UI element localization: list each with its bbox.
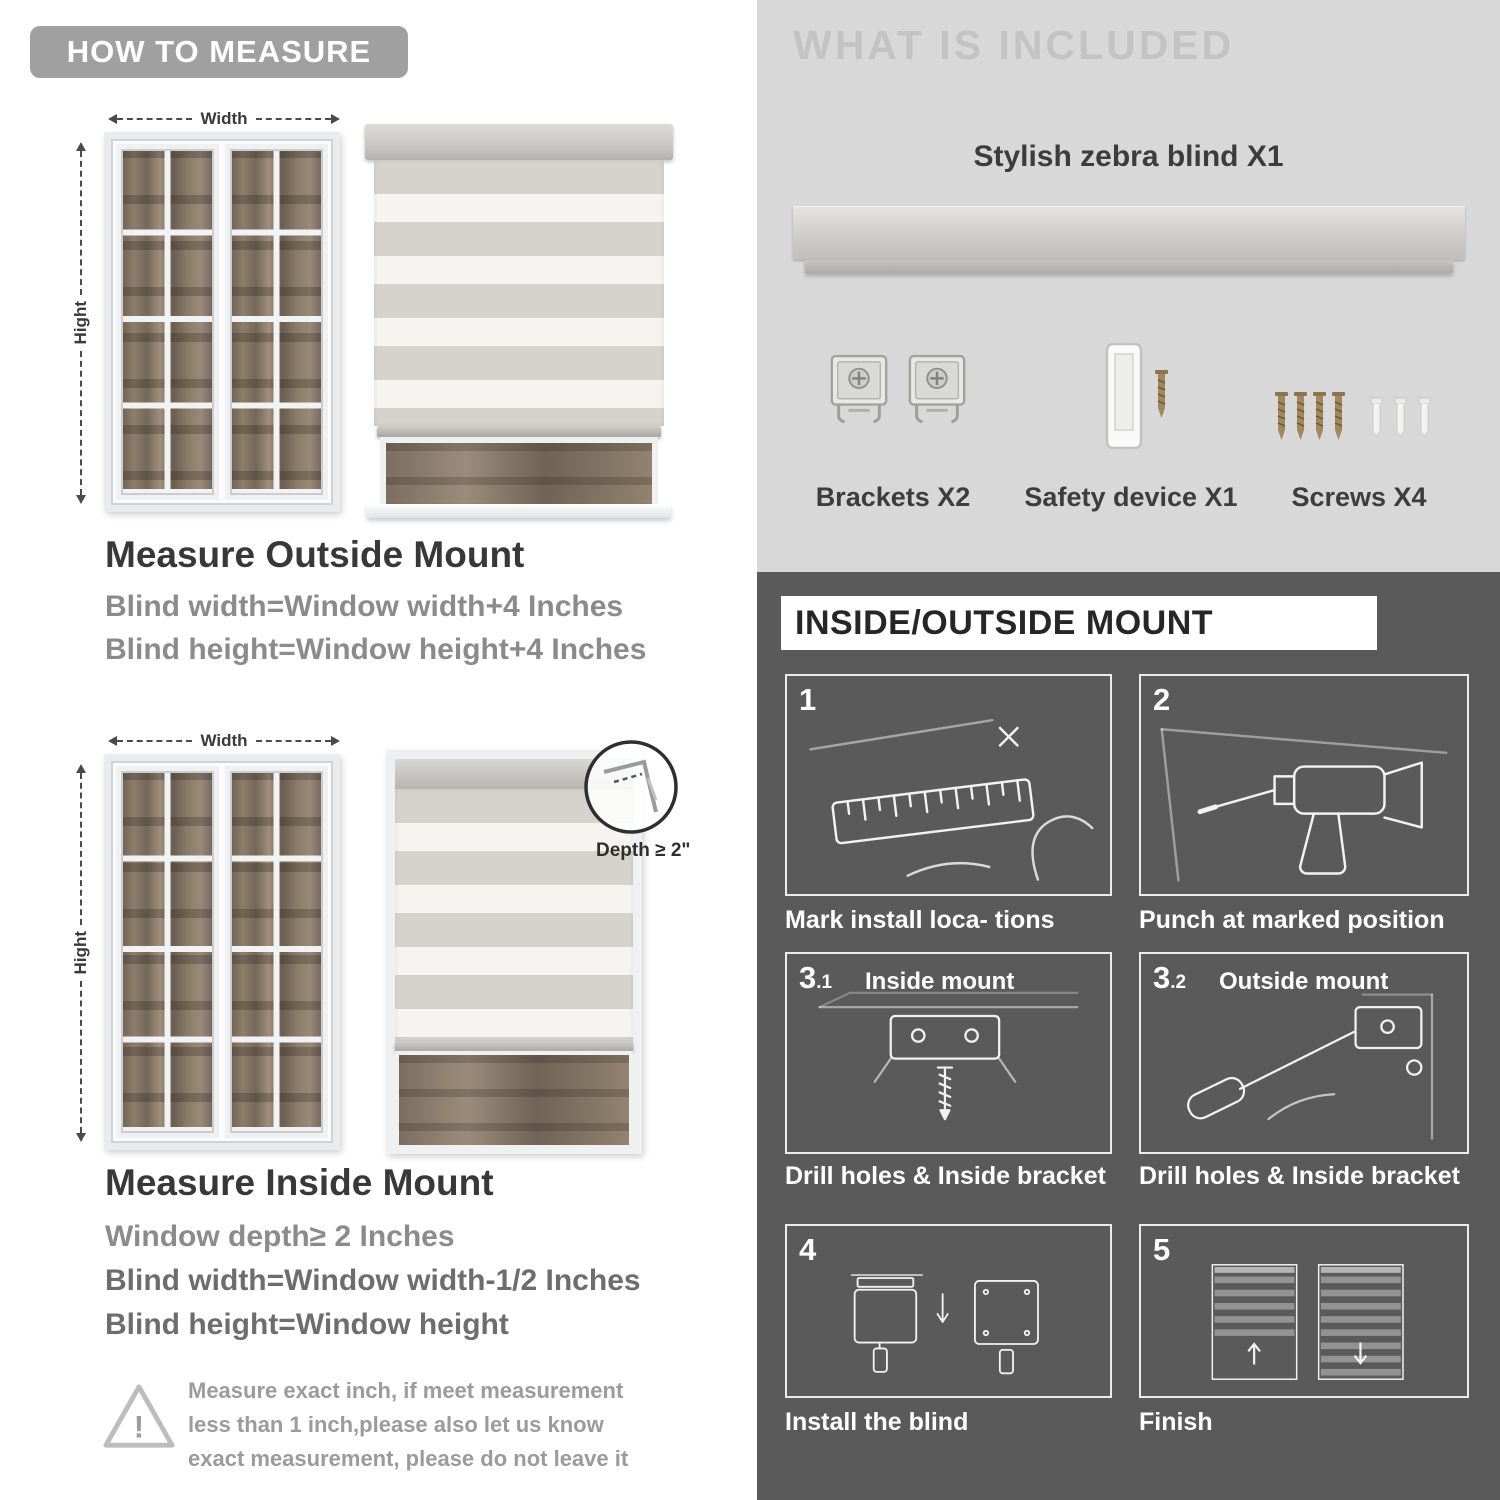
step-caption-2: Punch at marked position xyxy=(1139,906,1445,934)
arrowhead-right xyxy=(331,736,340,746)
inside-mount-line-2: Blind width=Window width-1/2 Inches xyxy=(105,1264,641,1297)
step-number: 2 xyxy=(1153,682,1171,717)
zebra-blind-headrail-image xyxy=(793,206,1465,273)
blind-cassette xyxy=(365,124,673,160)
blind-stripes xyxy=(395,789,633,1041)
inside-mount-title: Measure Inside Mount xyxy=(105,1162,494,1203)
step-panel-2: 2 xyxy=(1139,674,1469,896)
step-caption-3-1: Drill holes & Inside bracket xyxy=(785,1162,1106,1190)
step-caption-5: Finish xyxy=(1139,1408,1213,1436)
bracket-icon xyxy=(908,354,966,424)
mark-location-illustration xyxy=(809,718,1094,881)
window-below-blind xyxy=(395,1051,633,1145)
step-panel-3-2: 3.2 Outside mount xyxy=(1139,952,1469,1154)
blind-bottom-rail xyxy=(395,1041,633,1052)
step-number: 4 xyxy=(799,1232,817,1267)
window-photo xyxy=(104,132,340,512)
outside-bracket-illustration xyxy=(1187,993,1434,1140)
outside-mount-line-1: Blind width=Window width+4 Inches xyxy=(105,590,624,623)
install-blind-illustration xyxy=(850,1274,1039,1375)
arrowhead-right xyxy=(331,114,340,124)
brackets-label: Brackets X2 xyxy=(815,482,971,512)
window-sash-left xyxy=(116,766,219,1138)
window-sill xyxy=(367,504,671,518)
step-panel-3-1: 3.1 Inside mount xyxy=(785,952,1112,1154)
inside-mount-label: Inside mount xyxy=(865,968,1015,995)
step-number: 3.2 xyxy=(1153,960,1187,995)
warning-exclamation-glyph: ! xyxy=(134,1409,144,1444)
width-dimension-arrow: Width xyxy=(108,108,340,130)
height-label: Hight xyxy=(71,931,90,975)
step-caption-4: Install the blind xyxy=(785,1408,969,1436)
window-sash-left xyxy=(116,144,219,500)
outside-mount-label: Outside mount xyxy=(1219,968,1389,995)
step-number: 1 xyxy=(799,682,817,717)
outside-mount-line-2: Blind height=Window height+4 Inches xyxy=(105,633,647,666)
safety-device-icon xyxy=(1105,342,1169,450)
safety-device-label: Safety device X1 xyxy=(1024,482,1238,512)
finish-illustration xyxy=(1211,1264,1404,1380)
height-dimension-arrow: Hight xyxy=(70,142,92,504)
product-label: Stylish zebra blind X1 xyxy=(973,140,1284,173)
inside-mount-line-3: Blind height=Window height xyxy=(105,1308,509,1341)
zebra-blind-illustration-outside xyxy=(365,124,673,518)
width-dimension-arrow: Width xyxy=(108,730,340,752)
arrowhead-left xyxy=(108,114,117,124)
arrowhead-down xyxy=(76,495,86,504)
arrowhead-down xyxy=(76,1133,86,1142)
warning-text: Measure exact inch, if meet measurement … xyxy=(188,1378,629,1472)
arrowhead-left xyxy=(108,736,117,746)
mount-guide-section: INSIDE/OUTSIDE MOUNT 1 Mark i xyxy=(757,572,1500,1500)
warning-triangle-icon: ! xyxy=(103,1384,175,1448)
arrowhead-up xyxy=(76,764,86,773)
step-caption-3-2: Drill holes & Inside bracket xyxy=(1139,1162,1460,1190)
width-label: Width xyxy=(200,731,248,750)
arrowhead-up xyxy=(76,142,86,151)
window-sash-right xyxy=(225,144,328,500)
height-label: Hight xyxy=(71,301,90,345)
width-label: Width xyxy=(200,109,248,128)
window-below-blind xyxy=(380,437,658,504)
bracket-icon xyxy=(830,354,888,424)
step-number: 5 xyxy=(1153,1232,1171,1267)
drill-illustration xyxy=(1160,728,1448,882)
inside-bracket-illustration xyxy=(818,991,1079,1121)
height-dimension-arrow: Hight xyxy=(70,764,92,1142)
screws-icon xyxy=(1274,392,1431,441)
what-is-included-section: WHAT IS INCLUDED Stylish zebra blind X1 xyxy=(757,0,1500,572)
blind-bottom-rail xyxy=(377,426,661,437)
what-is-included-title: WHAT IS INCLUDED xyxy=(793,22,1235,68)
window-photo xyxy=(104,754,340,1150)
how-to-measure-title: HOW TO MEASURE xyxy=(66,34,372,69)
depth-callout-label: Depth ≥ 2" xyxy=(596,840,691,861)
how-to-measure-badge: HOW TO MEASURE xyxy=(30,26,408,78)
step-caption-1: Mark install loca- tions xyxy=(785,906,1055,934)
step-number: 3.1 xyxy=(799,960,833,995)
inside-mount-line-1: Window depth≥ 2 Inches xyxy=(105,1220,455,1253)
window-sash-right xyxy=(225,766,328,1138)
step-panel-4: 4 xyxy=(785,1224,1112,1398)
step-panel-1: 1 xyxy=(785,674,1112,896)
outside-mount-title: Measure Outside Mount xyxy=(105,534,525,575)
mount-guide-title: INSIDE/OUTSIDE MOUNT xyxy=(781,596,1377,650)
screws-label: Screws X4 xyxy=(1291,482,1427,512)
step-panel-5: 5 xyxy=(1139,1224,1469,1398)
depth-zoom-circle xyxy=(584,740,678,834)
blind-stripes xyxy=(374,160,664,426)
